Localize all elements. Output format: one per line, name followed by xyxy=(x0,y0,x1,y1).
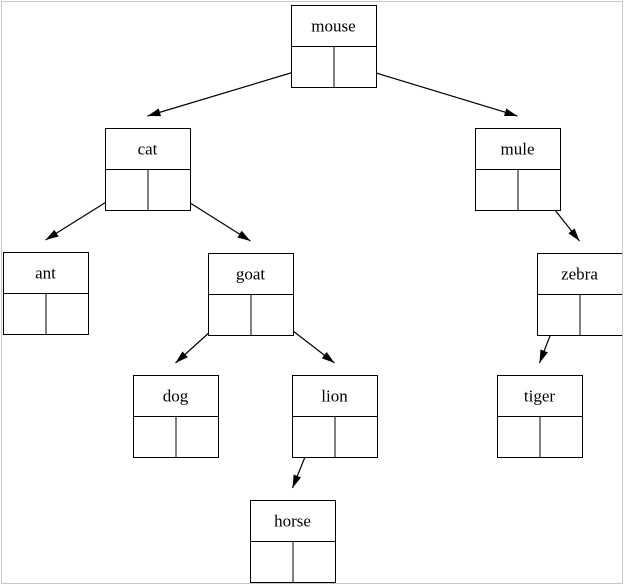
pointer-arrow-mouse-left-cat xyxy=(147,65,313,117)
node-label-goat: goat xyxy=(236,265,266,284)
tree-node-goat: goat xyxy=(208,253,294,336)
tree-node-mouse: mouse xyxy=(291,5,377,88)
node-label-cat: cat xyxy=(138,140,158,159)
tree-node-zebra: zebra xyxy=(537,253,623,336)
node-label-mouse: mouse xyxy=(311,17,355,36)
tree-node-lion: lion xyxy=(292,375,378,458)
node-label-zebra: zebra xyxy=(561,265,598,284)
node-label-dog: dog xyxy=(163,387,189,406)
tree-node-dog: dog xyxy=(133,375,219,458)
tree-node-mule: mule xyxy=(475,128,561,211)
tree-node-tiger: tiger xyxy=(497,375,583,458)
node-label-tiger: tiger xyxy=(524,387,555,406)
tree-node-cat: cat xyxy=(105,128,191,211)
node-label-mule: mule xyxy=(501,140,535,159)
pointer-arrow-mouse-right-mule xyxy=(354,65,518,117)
tree-node-ant: ant xyxy=(3,252,89,335)
node-label-horse: horse xyxy=(274,512,311,531)
node-label-ant: ant xyxy=(35,264,56,283)
node-label-lion: lion xyxy=(321,387,348,406)
tree-node-horse: horse xyxy=(250,500,336,583)
